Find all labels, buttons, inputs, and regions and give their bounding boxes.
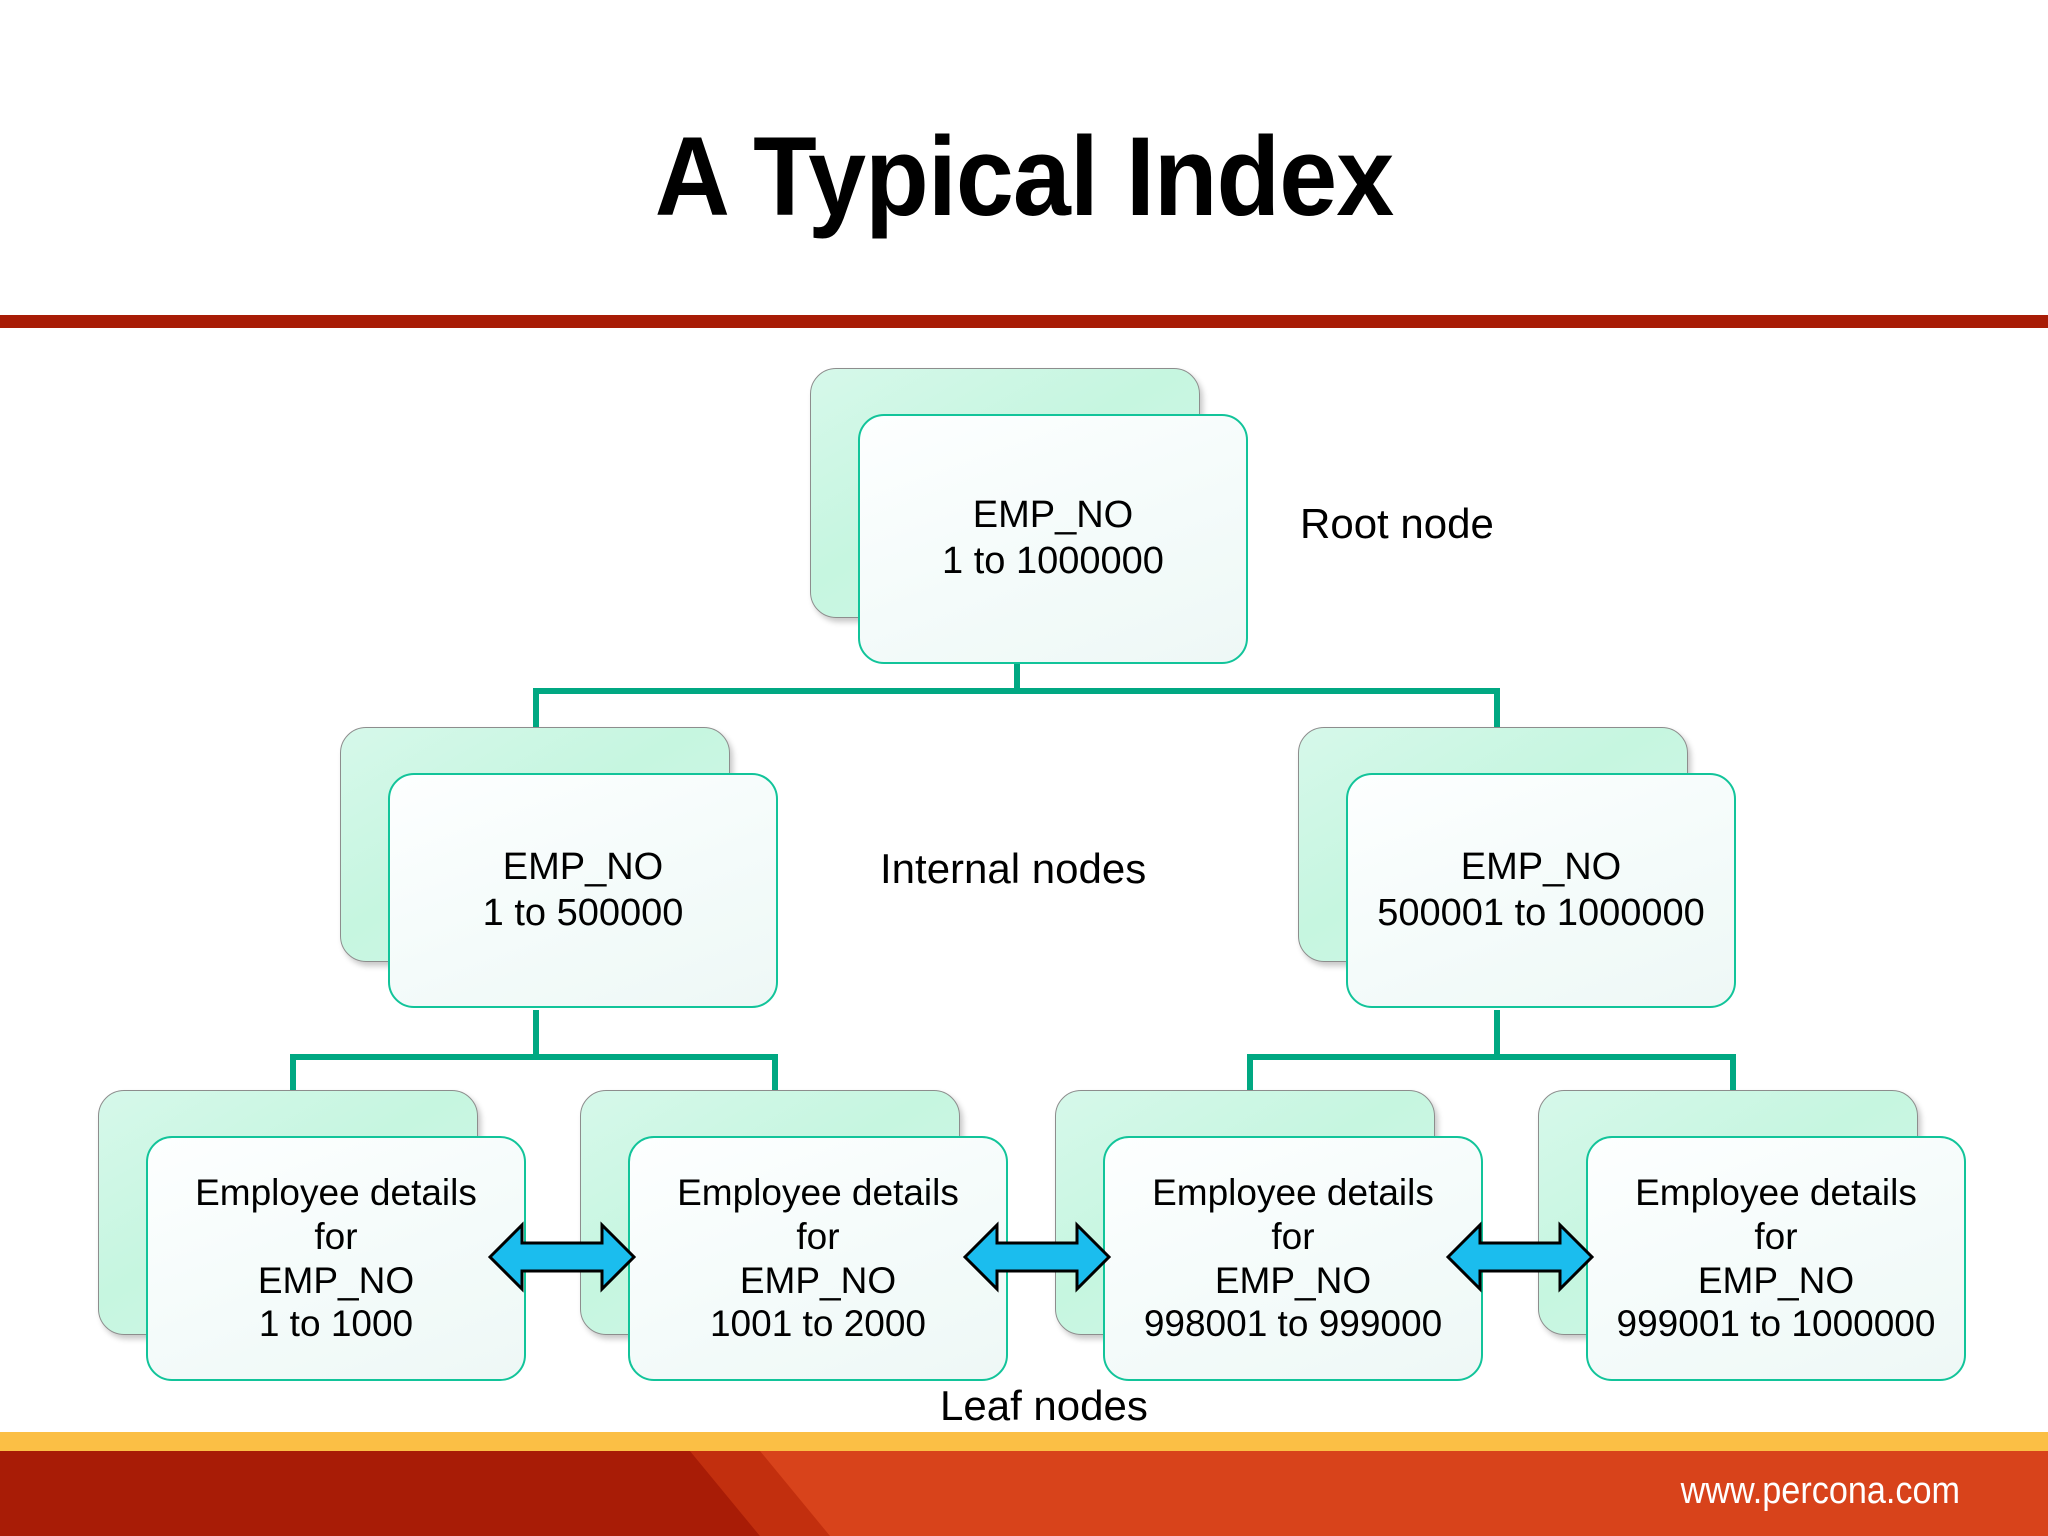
node-leaf-3-text: Employee details for EMP_NO 998001 to 99… bbox=[1143, 1172, 1443, 1345]
node-leaf-4[interactable]: Employee details for EMP_NO 999001 to 10… bbox=[1538, 1090, 1966, 1381]
connector-left-leaf-bus bbox=[290, 1054, 778, 1060]
footer-accent-strip bbox=[0, 1432, 2048, 1451]
title-divider bbox=[0, 315, 2048, 328]
connector-left-internal-drop bbox=[533, 688, 539, 752]
node-internal-right[interactable]: EMP_NO 500001 to 1000000 bbox=[1298, 727, 1736, 1008]
node-leaf-1-card: Employee details for EMP_NO 1 to 1000 bbox=[146, 1136, 526, 1381]
connector-leaf1-drop bbox=[290, 1054, 296, 1108]
label-internal-nodes: Internal nodes bbox=[880, 845, 1147, 892]
connector-leaf2-drop bbox=[772, 1054, 778, 1108]
footer-url[interactable]: www.percona.com bbox=[1680, 1470, 1960, 1512]
node-leaf-3[interactable]: Employee details for EMP_NO 998001 to 99… bbox=[1055, 1090, 1483, 1381]
node-leaf-2-text: Employee details for EMP_NO 1001 to 2000 bbox=[677, 1172, 959, 1345]
node-internal-left[interactable]: EMP_NO 1 to 500000 bbox=[340, 727, 778, 1008]
node-root[interactable]: EMP_NO 1 to 1000000 bbox=[810, 368, 1248, 664]
double-arrow-leaf2-leaf3 bbox=[962, 1216, 1112, 1298]
node-leaf-2-card: Employee details for EMP_NO 1001 to 2000 bbox=[628, 1136, 1008, 1381]
node-leaf-1-text: Employee details for EMP_NO 1 to 1000 bbox=[195, 1172, 477, 1345]
connector-left-internal-stem bbox=[533, 1010, 539, 1058]
label-leaf-nodes: Leaf nodes bbox=[940, 1382, 1148, 1429]
footer-band bbox=[0, 1451, 2048, 1536]
node-root-text: EMP_NO 1 to 1000000 bbox=[942, 494, 1164, 582]
node-root-card: EMP_NO 1 to 1000000 bbox=[858, 414, 1248, 664]
page-title: A Typical Index bbox=[654, 114, 1394, 239]
footer-band-dark bbox=[0, 1451, 760, 1536]
connector-right-internal-drop bbox=[1494, 688, 1500, 752]
connector-right-leaf-bus bbox=[1247, 1054, 1736, 1060]
node-leaf-1[interactable]: Employee details for EMP_NO 1 to 1000 bbox=[98, 1090, 526, 1381]
node-internal-right-text: EMP_NO 500001 to 1000000 bbox=[1377, 845, 1705, 934]
connector-leaf4-drop bbox=[1730, 1054, 1736, 1108]
node-leaf-2[interactable]: Employee details for EMP_NO 1001 to 2000 bbox=[580, 1090, 1008, 1381]
node-internal-right-card: EMP_NO 500001 to 1000000 bbox=[1346, 773, 1736, 1008]
double-arrow-leaf1-leaf2 bbox=[487, 1216, 637, 1298]
connector-right-internal-stem bbox=[1494, 1010, 1500, 1058]
node-internal-left-card: EMP_NO 1 to 500000 bbox=[388, 773, 778, 1008]
double-arrow-leaf3-leaf4 bbox=[1445, 1216, 1595, 1298]
label-root-node: Root node bbox=[1300, 500, 1494, 547]
node-leaf-4-text: Employee details for EMP_NO 999001 to 10… bbox=[1616, 1172, 1936, 1345]
node-leaf-4-card: Employee details for EMP_NO 999001 to 10… bbox=[1586, 1136, 1966, 1381]
node-leaf-3-card: Employee details for EMP_NO 998001 to 99… bbox=[1103, 1136, 1483, 1381]
connector-level1-bus bbox=[533, 688, 1500, 694]
node-internal-left-text: EMP_NO 1 to 500000 bbox=[482, 845, 684, 934]
connector-leaf3-drop bbox=[1247, 1054, 1253, 1108]
